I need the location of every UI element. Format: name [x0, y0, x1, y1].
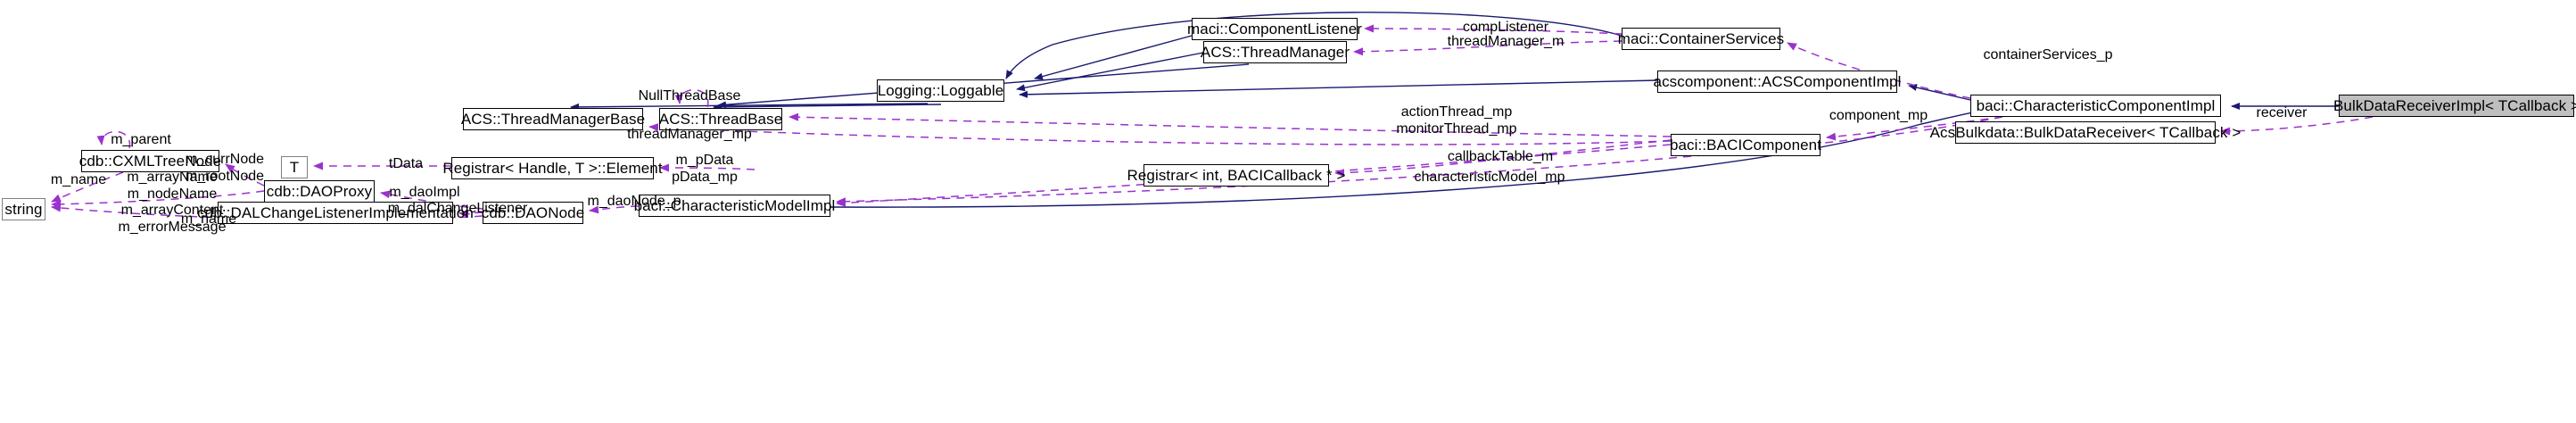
node-baci-bacicomponent[interactable]: baci::BACIComponent — [1670, 134, 1821, 156]
node-string[interactable]: string — [2, 198, 45, 220]
node-cdb-cxmltreenode[interactable]: cdb::CXMLTreeNode — [79, 150, 221, 172]
node-registrar-int-bacicallback[interactable]: Registrar< int, BACICallback * > — [1127, 164, 1345, 187]
node-acs-threadmanagerbase[interactable]: ACS::ThreadManagerBase — [461, 108, 645, 130]
node-acsbulkdata-bulkdatareceiver[interactable]: AcsBulkdata::BulkDataReceiver< TCallback… — [1930, 121, 2241, 144]
node-acs-threadmanager[interactable]: ACS::ThreadManager — [1201, 41, 1350, 63]
node-baci-characteristiccomponentimpl[interactable]: baci::CharacteristicComponentImpl — [1970, 95, 2221, 117]
usage-edges — [51, 24, 2374, 221]
node-acscomponent-acscomponentimpl[interactable]: acscomponent::ACSComponentImpl — [1654, 70, 1901, 93]
node-maci-componentlistener[interactable]: maci::ComponentListener — [1187, 18, 1362, 40]
node-maci-containerservices[interactable]: maci::ContainerServices — [1618, 28, 1784, 50]
node-template-t[interactable]: T — [281, 156, 308, 178]
node-bulkdatareceiverimpl[interactable]: BulkDataReceiverImpl< TCallback > — [2333, 95, 2576, 117]
node-cdb-dalchangelistenerimplementation[interactable]: cdb::DALChangeListenerImplementation — [197, 202, 474, 224]
node-registrar-handle-t-element[interactable]: Registrar< Handle, T >::Element — [442, 157, 663, 179]
node-logging-loggable[interactable]: Logging::Loggable — [877, 79, 1004, 102]
node-cdb-daonode[interactable]: cdb::DAONode — [482, 202, 584, 224]
node-cdb-daoproxy[interactable]: cdb::DAOProxy — [264, 180, 375, 203]
node-baci-characteristicmodelimpl[interactable]: baci::CharacteristicModelImpl — [634, 195, 835, 217]
node-acs-threadbase[interactable]: ACS::ThreadBase — [659, 108, 782, 130]
